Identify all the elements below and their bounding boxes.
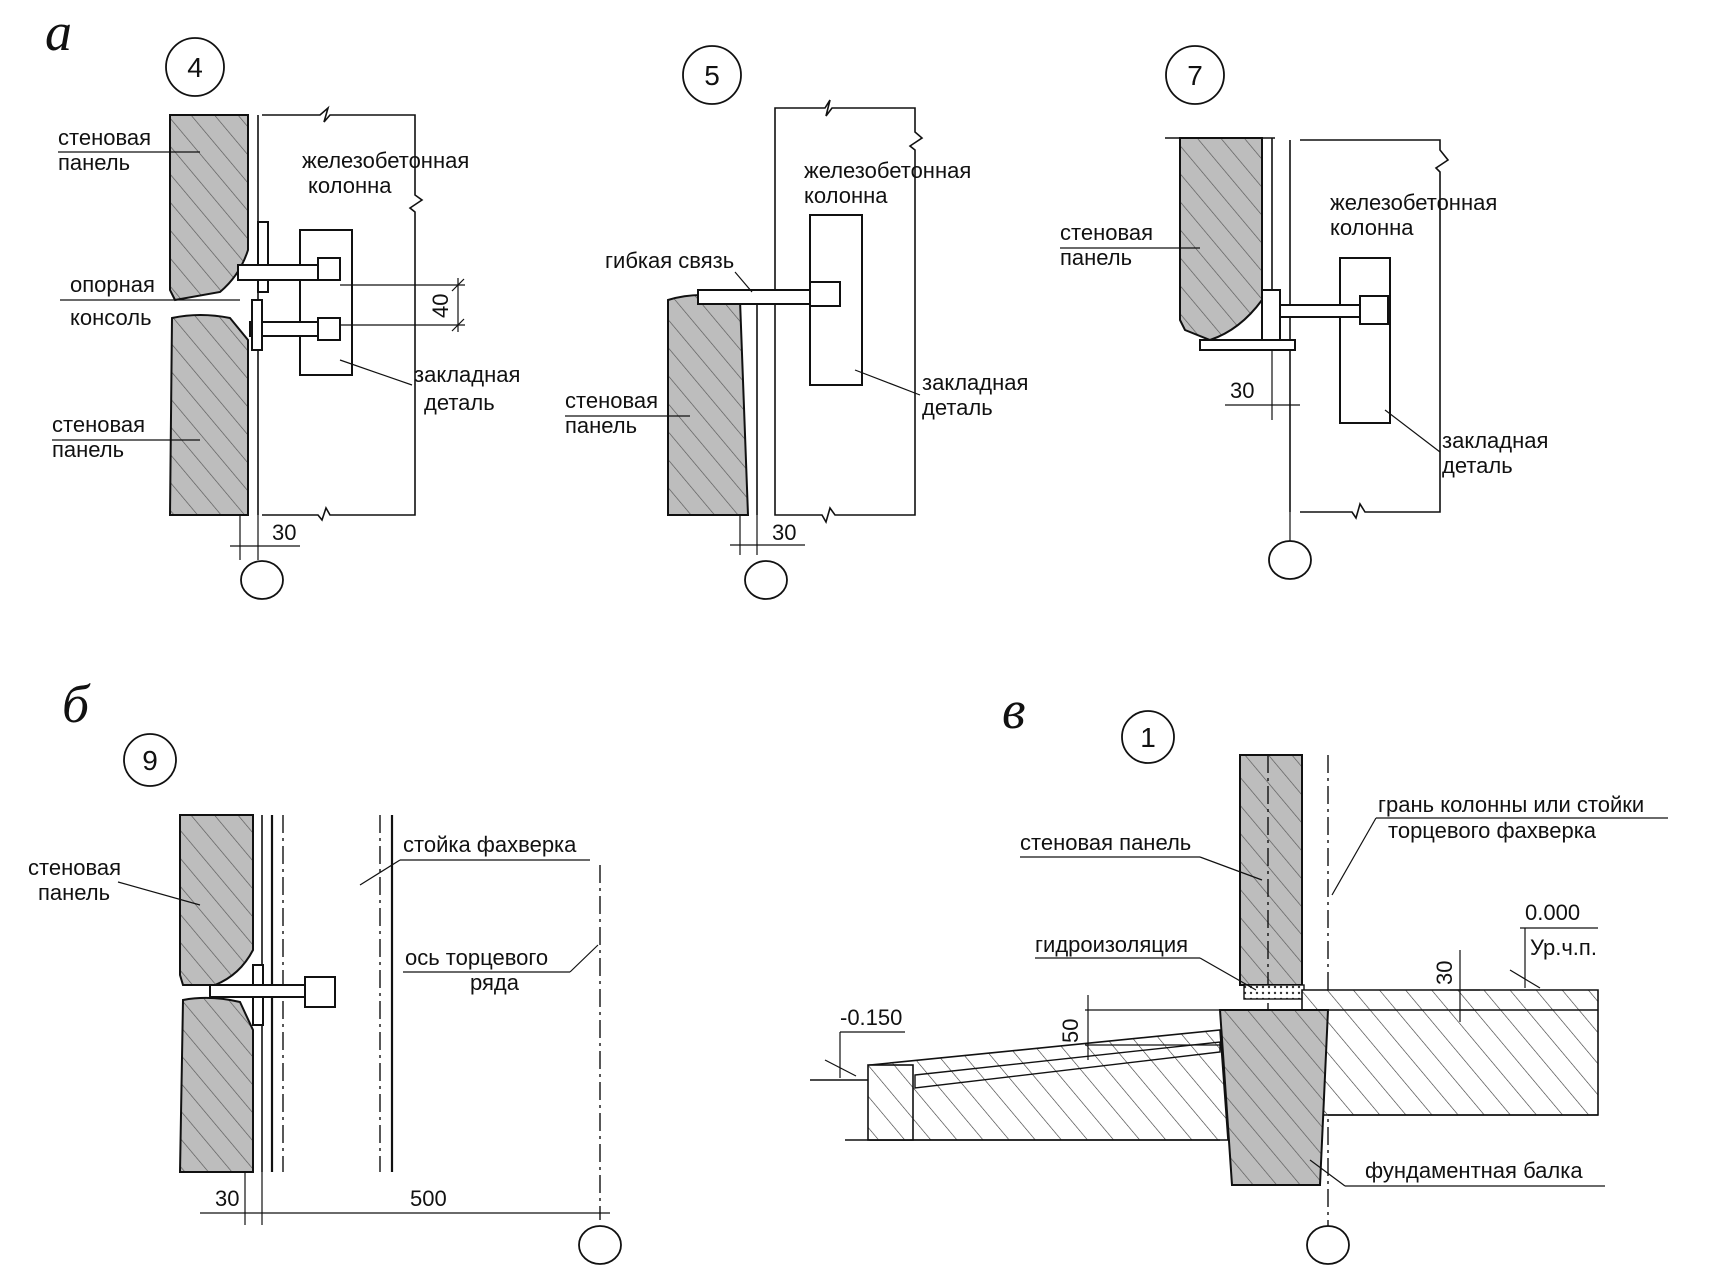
- wall-panel: [1239, 754, 1303, 986]
- embedded-plate: [299, 229, 353, 376]
- label-rc-column: железобетонная: [302, 148, 469, 173]
- label-wall-panel-lower: стеновая: [52, 412, 145, 437]
- dim-500: 500: [410, 1186, 447, 1211]
- level-minus-150: -0.150: [840, 1005, 902, 1030]
- detail-number-bubble: [165, 37, 225, 97]
- axis-bubble: [1306, 1225, 1350, 1265]
- label-embedded-detail: закладная: [922, 370, 1028, 395]
- label-wall-panel: стеновая: [1060, 220, 1153, 245]
- label-wall-panel-2: панель: [38, 880, 110, 905]
- detail-1: 1 -0.150 0.000 Ур.ч.п.: [810, 710, 1668, 1265]
- axis-bubble: [744, 560, 788, 600]
- label-foundation-beam: фундаментная балка: [1365, 1158, 1583, 1183]
- detail-5: 5 гибкая связь железобетонная колонна за…: [565, 45, 1028, 600]
- label-wall-panel-2: панель: [58, 150, 130, 175]
- label-wall-panel: стеновая панель: [1020, 830, 1191, 855]
- label-support-console-2: консоль: [70, 305, 152, 330]
- label-axis: ось торцевого: [405, 945, 548, 970]
- dim-50: 50: [1058, 1019, 1083, 1043]
- label-flexible-link: гибкая связь: [605, 248, 734, 273]
- dim-30: 30: [215, 1186, 239, 1211]
- label-column-edge-2: торцевого фахверка: [1388, 818, 1597, 843]
- label-embedded-detail: закладная: [1442, 428, 1548, 453]
- label-embedded-detail: закладная: [414, 362, 520, 387]
- label-rc-column-2: колонна: [804, 183, 888, 208]
- detail-number: 4: [187, 52, 203, 83]
- axis-bubble: [578, 1225, 622, 1265]
- detail-number-bubble: [1165, 45, 1225, 105]
- wall-panel: [667, 294, 750, 516]
- flexible-link: [697, 289, 819, 305]
- label-wall-panel: стеновая: [58, 125, 151, 150]
- label-axis-2: ряда: [470, 970, 520, 995]
- dim-30: 30: [1432, 961, 1457, 985]
- level-zero: 0.000: [1525, 900, 1580, 925]
- detail-number-bubble: [1121, 710, 1175, 764]
- label-wall-panel-lower-2: панель: [52, 437, 124, 462]
- wall-panel-upper: [179, 814, 254, 986]
- section-a-letter: а: [45, 2, 72, 62]
- label-rc-column-2: колонна: [308, 173, 392, 198]
- label-rc-column: железобетонная: [804, 158, 971, 183]
- foundation-beam: [1218, 1009, 1330, 1186]
- dim-30: 30: [1230, 378, 1254, 403]
- label-wall-panel-2: панель: [1060, 245, 1132, 270]
- detail-number: 1: [1140, 722, 1156, 753]
- detail-9: 9 стеновая панель стойка фахверка ось то…: [28, 733, 622, 1265]
- label-column-edge: грань колонны или стойки: [1378, 792, 1644, 817]
- detail-number-bubble: [682, 45, 742, 105]
- embedded-plate: [1339, 257, 1391, 424]
- label-wall-panel-2: панель: [565, 413, 637, 438]
- label-embedded-detail-2: деталь: [1442, 453, 1513, 478]
- detail-number: 9: [142, 745, 158, 776]
- level-floor: Ур.ч.п.: [1530, 935, 1597, 960]
- wall-panel-lower: [168, 314, 249, 516]
- axis-bubble: [1268, 540, 1312, 580]
- detail-4: 4 40 30 стеновая панель желе: [52, 37, 520, 600]
- dim-30: 30: [272, 520, 296, 545]
- section-v-letter: в: [1002, 680, 1025, 740]
- label-rc-column: железобетонная: [1330, 190, 1497, 215]
- axis-bubble: [240, 560, 284, 600]
- detail-number: 7: [1187, 60, 1203, 91]
- waterproofing-layer: [1243, 984, 1305, 1000]
- wall-panel: [1179, 137, 1263, 342]
- label-frame-post: стойка фахверка: [403, 832, 577, 857]
- label-support-console: опорная: [70, 272, 155, 297]
- detail-7: 7 стеновая панель железобетонная колонна…: [1060, 45, 1548, 580]
- label-rc-column-2: колонна: [1330, 215, 1414, 240]
- detail-number: 5: [704, 60, 720, 91]
- dim-40: 40: [428, 294, 453, 318]
- label-wall-panel: стеновая: [28, 855, 121, 880]
- wall-panel-upper: [169, 114, 249, 302]
- label-wall-panel: стеновая: [565, 388, 658, 413]
- label-embedded-detail-2: деталь: [922, 395, 993, 420]
- wall-panel-lower: [178, 996, 254, 1173]
- section-b-letter: б: [62, 674, 91, 734]
- label-waterproofing: гидроизоляция: [1035, 932, 1188, 957]
- dim-30: 30: [772, 520, 796, 545]
- floor-slab: [1301, 989, 1599, 1116]
- detail-number-bubble: [123, 733, 177, 787]
- label-embedded-detail-2: деталь: [424, 390, 495, 415]
